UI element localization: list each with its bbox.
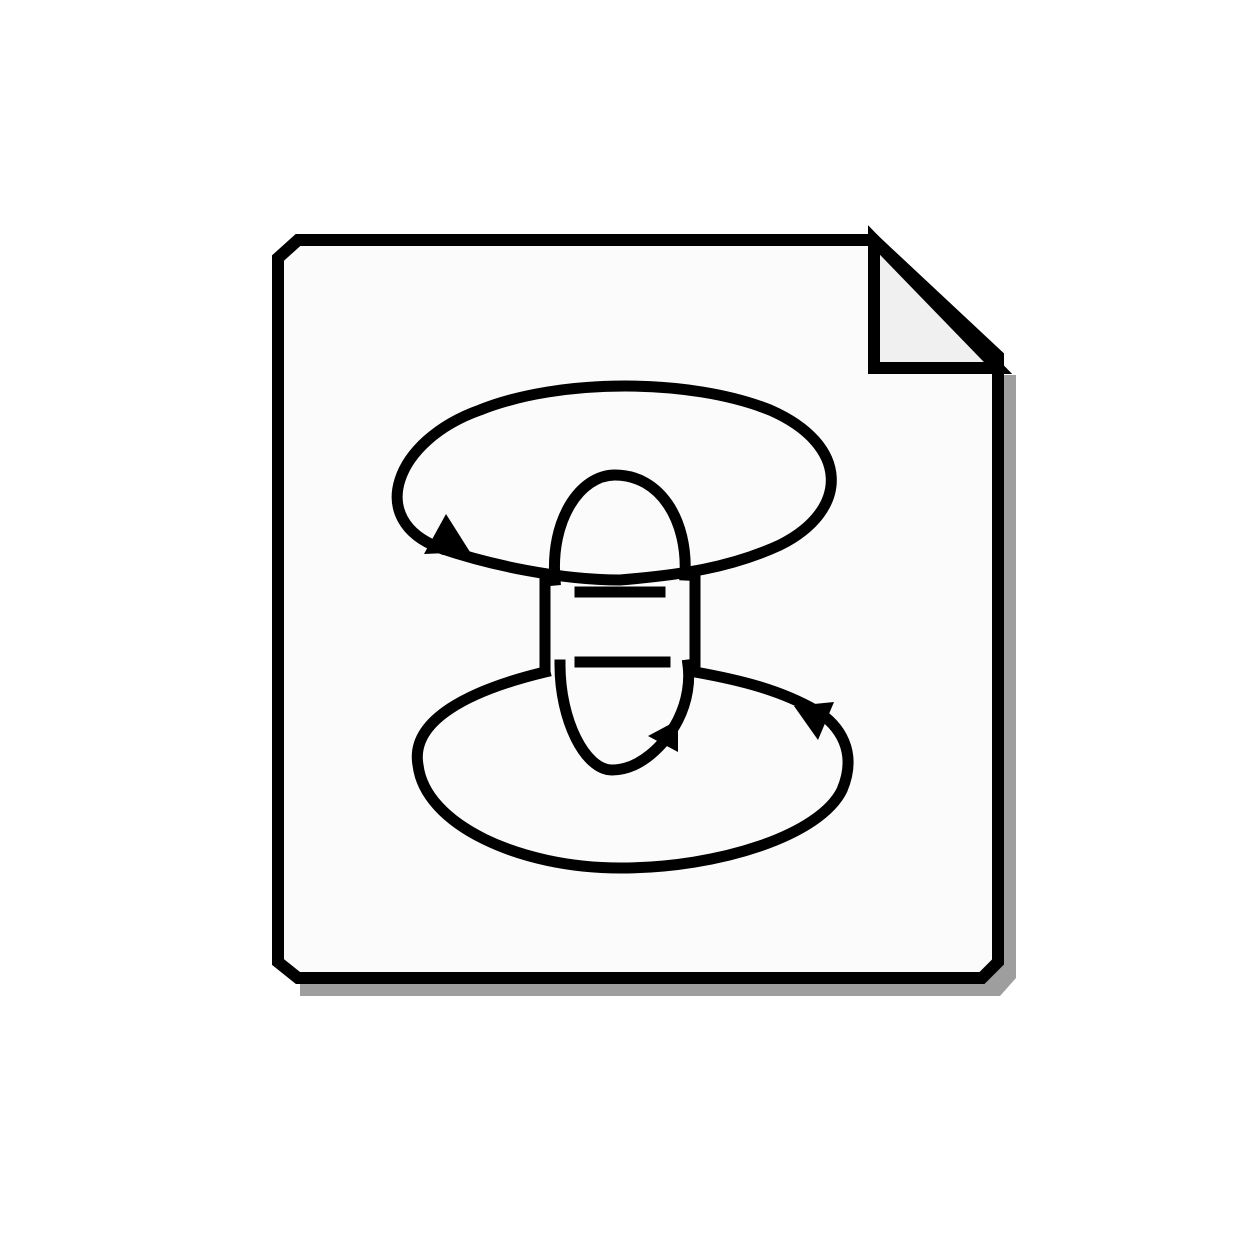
arrowhead-inner-loop — [648, 720, 678, 752]
bottom-inner-loop — [554, 658, 695, 776]
torus-field-lines-glyph — [391, 380, 854, 874]
top-outer-loop — [391, 380, 837, 586]
folded-corner — [868, 225, 1013, 374]
arrowhead-top-left — [424, 514, 470, 554]
top-inner-arch — [548, 469, 691, 586]
arrowhead-bottom-right — [794, 702, 834, 740]
